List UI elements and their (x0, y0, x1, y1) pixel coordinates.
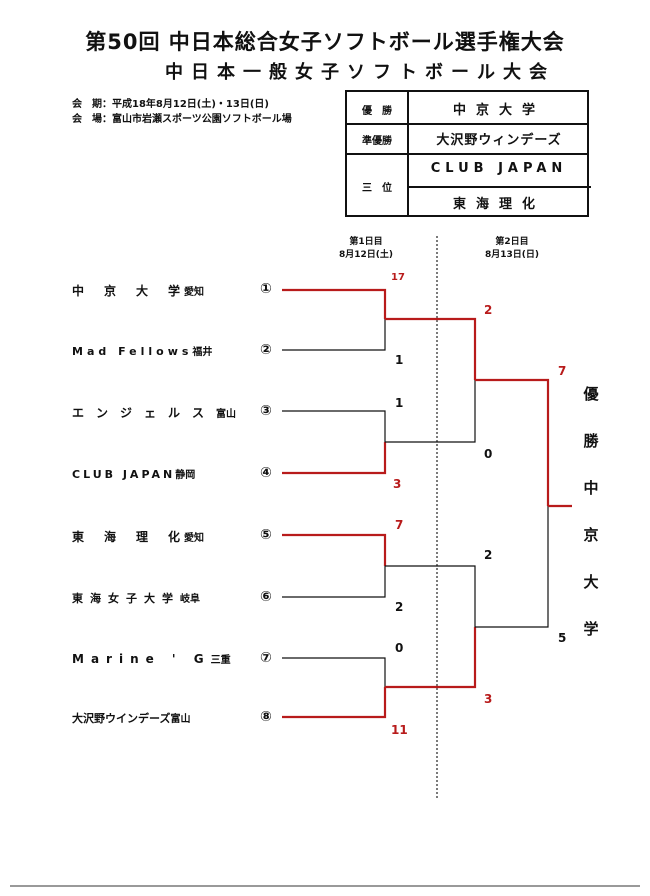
day2-label: 第2日目 (495, 237, 529, 247)
bracket-r2-semi1-top (385, 317, 477, 380)
page-title: 第50回 中日本総合女子ソフトボール選手権大会 (85, 30, 565, 54)
venue-label: 会 場： (72, 114, 112, 125)
team-pref: 静岡 (175, 470, 196, 481)
score-final: 5 (558, 631, 567, 645)
venue-info: 会 場：富山市岩瀬スポーツ公園ソフトボール場 (72, 110, 292, 125)
day2-header: 第2日目 8月13日(日) (472, 234, 552, 260)
bracket-r2-semi1-bottom (385, 380, 476, 443)
team-pref: 愛知 (184, 533, 205, 544)
team-seed: ⑤ (260, 527, 272, 543)
team-name: Marine ' G (72, 652, 211, 666)
result-third-1: CLUB JAPAN (430, 161, 568, 176)
team-pref: 岐阜 (180, 594, 200, 605)
champion-char: 勝 (583, 432, 599, 450)
team-row: Marine ' G三重 ⑦ (72, 650, 282, 666)
result-label-third: 三 位 (362, 183, 392, 194)
bracket-r1-team6 (282, 566, 386, 598)
bracket-r1-team5 (282, 533, 387, 566)
period-value: 平成18年8月12日(土)・13日(日) (112, 99, 269, 110)
team-seed: ⑦ (260, 650, 272, 666)
team-seed: ③ (260, 403, 272, 419)
bracket-r1-team1 (282, 288, 387, 319)
result-label-runner-up: 準優勝 (362, 136, 392, 147)
bracket-r1-team4 (282, 442, 387, 475)
champion-char: 大 (583, 573, 599, 591)
day1-header: 第1日目 8月12日(土) (326, 234, 406, 260)
team-seed: ④ (260, 465, 272, 481)
team-row: 東海女子大学岐阜 ⑥ (72, 589, 282, 606)
team-seed: ⑧ (260, 709, 272, 725)
bracket-r2-semi2-bottom (385, 627, 477, 689)
score-final: 7 (558, 364, 567, 378)
day1-label: 第1日目 (349, 237, 383, 247)
team-seed: ② (260, 342, 272, 358)
bracket-r1-team3 (282, 410, 386, 442)
bracket-r1-team2 (282, 319, 386, 351)
bracket-final-bottom (475, 506, 549, 628)
team-name: 中 京 大 学 (72, 284, 185, 298)
team-row: エンジェルス富山 ③ (72, 403, 282, 421)
team-seed: ① (260, 281, 272, 297)
team-row: CLUB JAPAN静岡 ④ (72, 465, 282, 481)
team-pref: 三重 (210, 655, 231, 666)
team-name: エンジェルス (72, 406, 217, 420)
period-info: 会 期：平成18年8月12日(土)・13日(日) (72, 95, 269, 110)
page-subtitle: 中日本一般女子ソフトボール大会 (165, 62, 555, 83)
score-r2: 0 (484, 447, 493, 461)
team-pref: 富山 (216, 409, 237, 420)
team-row: Mad Fellows福井 ② (72, 342, 282, 358)
team-name: 東 海 理 化 (72, 530, 185, 544)
team-name: 大沢野ウインデーズ (72, 712, 171, 725)
score-r1: 17 (391, 272, 405, 283)
team-row: 東 海 理 化愛知 ⑤ (72, 527, 282, 545)
team-name: Mad Fellows (72, 345, 193, 358)
champion-char: 学 (583, 620, 599, 638)
result-champion: 中京大学 (452, 103, 545, 118)
champion-char: 優 (583, 385, 599, 403)
score-r2: 3 (484, 692, 493, 706)
team-seed: ⑥ (260, 589, 272, 605)
champion-char: 京 (583, 526, 599, 544)
results-table: 優 勝 中京大学 準優勝 大沢野ウィンデーズ 三 位 CLUB JAPAN 東海… (345, 90, 591, 217)
bracket-r2-semi2-top (385, 565, 476, 627)
score-r1: 2 (395, 600, 404, 614)
venue-value: 富山市岩瀬スポーツ公園ソフトボール場 (112, 114, 292, 125)
bracket-r1-team8 (282, 687, 387, 719)
period-label: 会 期： (72, 99, 112, 110)
score-r1: 11 (391, 723, 408, 737)
score-r1: 1 (395, 396, 404, 410)
score-r1: 7 (395, 518, 404, 532)
champion-char: 中 (583, 479, 599, 497)
bracket-r1-team7 (282, 657, 386, 687)
score-r2: 2 (484, 548, 493, 562)
score-r1: 3 (393, 477, 402, 491)
result-runner-up: 大沢野ウィンデーズ (436, 133, 562, 148)
day2-date: 8月13日(日) (484, 250, 539, 260)
team-row: 大沢野ウインデーズ富山 ⑧ (72, 709, 282, 726)
team-row: 中 京 大 学愛知 ① (72, 281, 282, 299)
day1-date: 8月12日(土) (338, 250, 393, 260)
score-r2: 2 (484, 303, 493, 317)
score-r1: 0 (395, 641, 404, 655)
score-r1: 1 (395, 353, 404, 367)
team-pref: 富山 (170, 714, 191, 725)
team-pref: 福井 (192, 347, 213, 358)
team-name: 東海女子大学 (72, 592, 180, 605)
result-label-champion: 優 勝 (362, 106, 392, 117)
bracket-final-top (475, 378, 550, 506)
team-name: CLUB JAPAN (72, 468, 176, 481)
result-third-2: 東海理化 (452, 197, 545, 212)
team-pref: 愛知 (184, 287, 205, 298)
